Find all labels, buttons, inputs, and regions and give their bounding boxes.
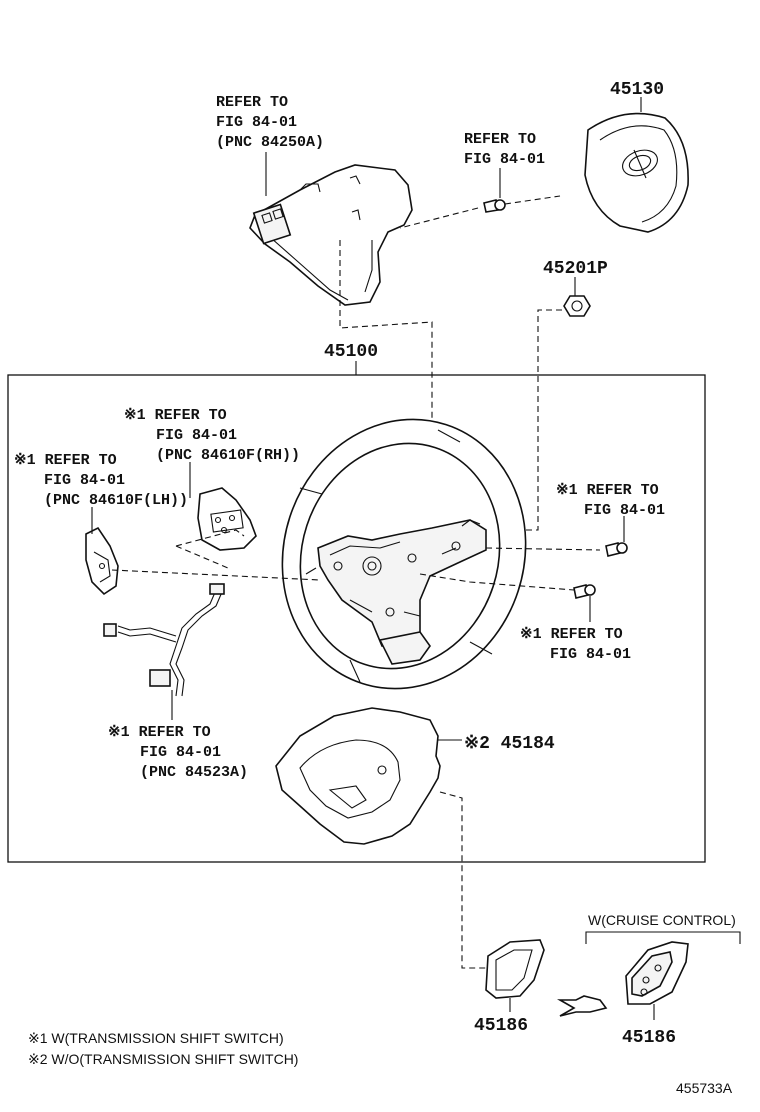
footnote-1: ※1 W(TRANSMISSION SHIFT SWITCH) (28, 1030, 284, 1046)
callout-line: (PNC 84523A) (140, 764, 248, 781)
part-number-cover-left: 45186 (474, 1016, 528, 1036)
callout-line: ※1 REFER TO (14, 452, 117, 469)
callout-line: FIG 84-01 (44, 472, 125, 489)
callout-line: (PNC 84610F(RH)) (156, 447, 300, 464)
part-number-airbag: 45130 (610, 80, 664, 100)
callout-top-mid: REFER TO FIG 84-01 (464, 131, 545, 168)
callout-line: FIG 84-01 (464, 151, 545, 168)
bolt-lower (573, 584, 596, 622)
steering-wheel-part (281, 418, 527, 690)
part-number-nut: 45201P (543, 259, 608, 279)
part-number-lower-cover: ※2 45184 (464, 734, 555, 754)
callout-line: ※1 REFER TO (556, 482, 659, 499)
callout-line: FIG 84-01 (216, 114, 297, 131)
callout-bolt-lower: ※1 REFER TO FIG 84-01 (520, 626, 631, 663)
callout-line: REFER TO (464, 131, 536, 148)
callout-line: FIG 84-01 (550, 646, 631, 663)
screw-top (399, 168, 561, 229)
callout-line: FIG 84-01 (156, 427, 237, 444)
footnote-2: ※2 W/O(TRANSMISSION SHIFT SWITCH) (28, 1051, 298, 1067)
direction-arrow (556, 995, 608, 1017)
cruise-control-label: W(CRUISE CONTROL) (588, 912, 736, 928)
paddle-switch-rh (189, 462, 257, 551)
nut-part (490, 277, 591, 531)
callout-line: FIG 84-01 (584, 502, 665, 519)
assembly-dash-lines (111, 529, 601, 969)
callout-line: ※1 REFER TO (124, 407, 227, 424)
switch-cover-left (485, 939, 545, 1012)
callout-line: (PNC 84250A) (216, 134, 324, 151)
callout-line: (PNC 84610F(LH)) (44, 492, 188, 509)
part-number-wheel: 45100 (324, 342, 378, 362)
upper-cover-part (249, 164, 413, 306)
callout-paddle-rh: ※1 REFER TO FIG 84-01 (PNC 84610F(RH)) (124, 407, 300, 464)
switch-cover-right (625, 941, 689, 1020)
airbag-part (584, 97, 689, 233)
figure-id: 455733A (676, 1080, 733, 1096)
callout-line: ※1 REFER TO (520, 626, 623, 643)
callout-bolt-upper: ※1 REFER TO FIG 84-01 (556, 482, 665, 519)
bolt-upper (605, 516, 628, 557)
wire-harness-part (103, 583, 225, 720)
callout-line: ※1 REFER TO (108, 724, 211, 741)
callout-line: REFER TO (216, 94, 288, 111)
callout-line: FIG 84-01 (140, 744, 221, 761)
lower-cover-part (275, 707, 462, 845)
paddle-switch-lh (85, 507, 119, 596)
cruise-bracket (585, 931, 741, 944)
callout-paddle-lh: ※1 REFER TO FIG 84-01 (PNC 84610F(LH)) (14, 452, 188, 509)
part-number-cover-right: 45186 (622, 1028, 676, 1048)
callout-wire: ※1 REFER TO FIG 84-01 (PNC 84523A) (108, 724, 248, 781)
callout-top-left: REFER TO FIG 84-01 (PNC 84250A) (216, 94, 324, 151)
